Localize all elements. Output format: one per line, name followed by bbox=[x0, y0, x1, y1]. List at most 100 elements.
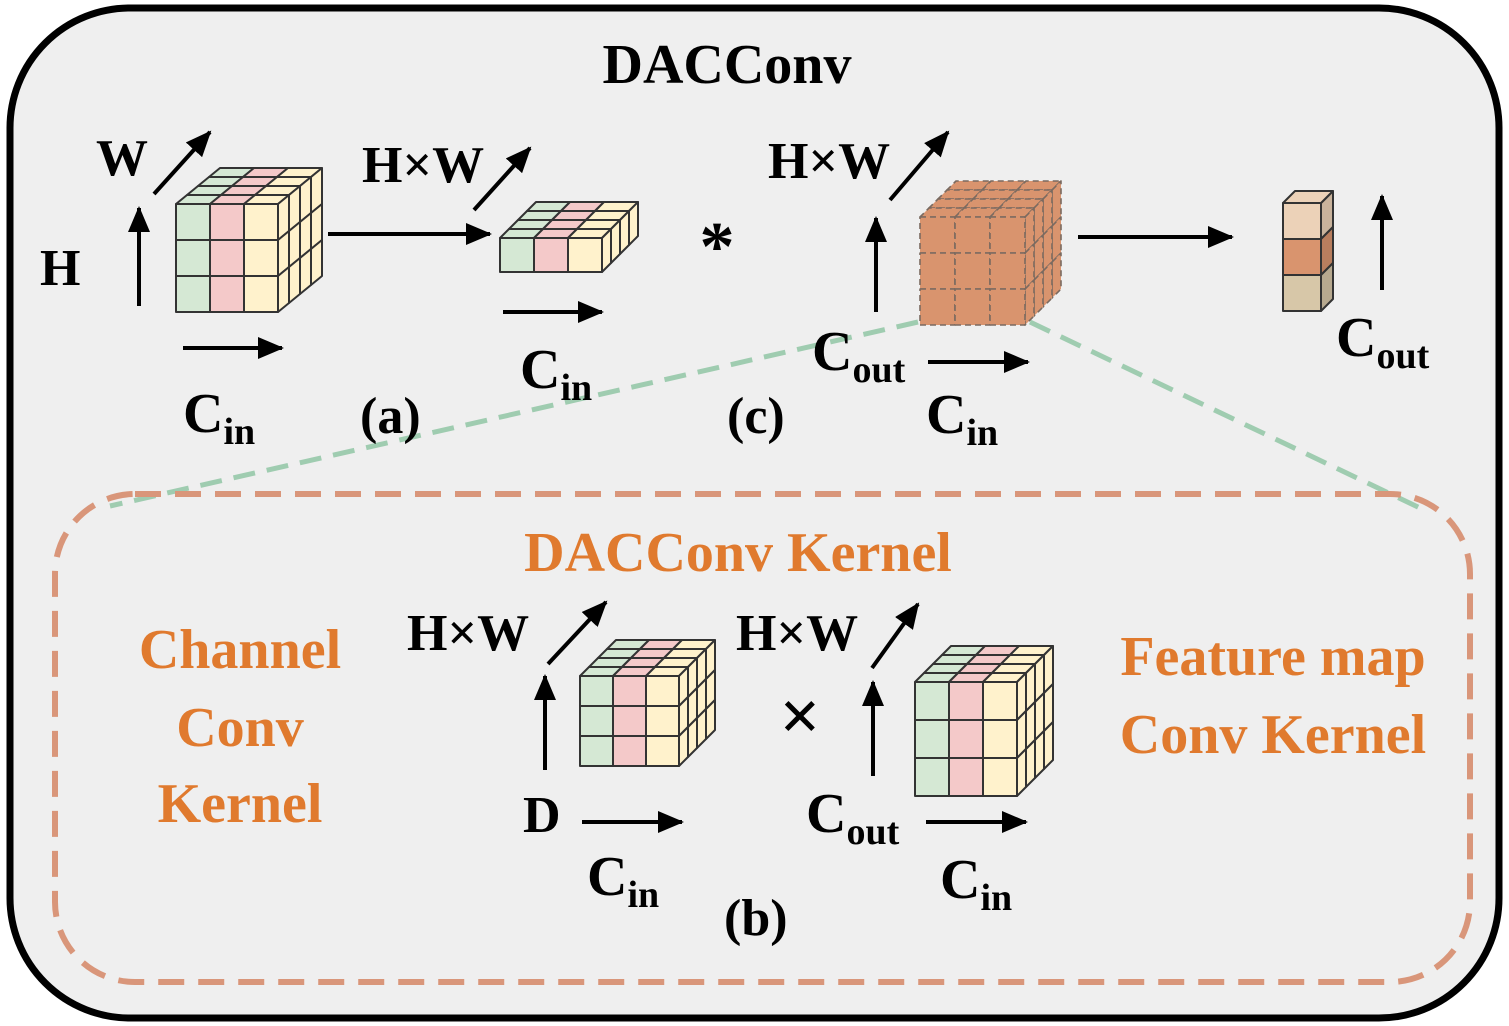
label-h: H bbox=[40, 240, 80, 297]
outer-panel bbox=[6, 4, 1503, 1022]
conv-operator: * bbox=[700, 209, 735, 286]
cube-front-cell bbox=[919, 252, 956, 290]
cube-front-cell bbox=[533, 237, 569, 273]
tag-c: (c) bbox=[727, 388, 785, 445]
cube-front-cell bbox=[982, 719, 1018, 759]
label-w: W bbox=[96, 130, 148, 187]
kernel-panel-title: DACConv Kernel bbox=[524, 522, 952, 584]
cube-front-cell bbox=[954, 288, 991, 326]
cube-side-cell bbox=[1025, 739, 1036, 788]
hw-arrow-a bbox=[472, 146, 532, 212]
cube-front-cell bbox=[914, 757, 950, 797]
label-cin-slab: Cin bbox=[520, 339, 592, 409]
label-cin-b2: Cin bbox=[940, 849, 1012, 919]
cube-side-cell bbox=[288, 257, 301, 304]
cube-front-cell bbox=[645, 675, 680, 707]
connector-line-left bbox=[109, 319, 919, 509]
label-d: D bbox=[523, 787, 561, 844]
hw-arrow-c bbox=[888, 130, 950, 202]
cube-front-cell bbox=[175, 275, 211, 313]
channel-conv-kernel-line2: Conv bbox=[176, 697, 304, 759]
cube-front-cell bbox=[989, 288, 1026, 326]
channel-conv-kernel-line3: Kernel bbox=[158, 773, 323, 835]
cube-front-cell bbox=[612, 675, 647, 707]
cube-side-cell bbox=[1033, 270, 1044, 317]
cube-side-cell bbox=[610, 219, 621, 264]
cube-side-cell bbox=[1034, 730, 1045, 779]
cube-front-cell bbox=[612, 735, 647, 767]
cube-front-cell bbox=[948, 757, 984, 797]
cube-front-cell bbox=[579, 675, 614, 707]
cube-side-cell bbox=[1043, 721, 1054, 770]
label-cout-c: Cout bbox=[812, 321, 906, 391]
connector-line-right bbox=[1028, 319, 1422, 511]
label-hw-b2: H×W bbox=[736, 605, 858, 662]
cube-front-cell bbox=[645, 735, 680, 767]
feature-map-conv-kernel-cube bbox=[914, 645, 1054, 797]
cube-front-cell bbox=[982, 681, 1018, 721]
cube-front-cell bbox=[919, 216, 956, 254]
feature-map-conv-kernel-line1: Feature map bbox=[1120, 626, 1425, 688]
cube-front-cell bbox=[567, 237, 603, 273]
cube-side-cell bbox=[1042, 261, 1053, 308]
tag-b: (b) bbox=[724, 890, 788, 947]
hw-arrow-b1 bbox=[546, 600, 608, 666]
output-front-cell bbox=[1282, 274, 1322, 312]
cube-side-cell bbox=[299, 248, 312, 295]
cube-front-cell bbox=[209, 275, 245, 313]
label-cin-a: Cin bbox=[183, 383, 255, 453]
cube-front-cell bbox=[914, 681, 950, 721]
tag-a: (a) bbox=[360, 388, 421, 445]
w-arrow bbox=[152, 130, 212, 196]
output-front-cell bbox=[1282, 238, 1322, 276]
hw-arrow-b2 bbox=[870, 602, 920, 670]
cube-side-cell bbox=[628, 201, 639, 246]
cube-front-cell bbox=[954, 216, 991, 254]
cube-front-cell bbox=[499, 237, 535, 273]
flattened-feature-slab bbox=[499, 201, 639, 273]
cube-front-cell bbox=[175, 239, 211, 277]
cube-front-cell bbox=[948, 719, 984, 759]
cube-side-cell bbox=[1024, 279, 1035, 326]
cube-side-cell bbox=[277, 266, 290, 313]
label-hw-b1: H×W bbox=[407, 605, 529, 662]
label-cin-b1: Cin bbox=[587, 846, 659, 916]
label-cout-b2: Cout bbox=[806, 783, 900, 853]
cube-side-cell bbox=[601, 228, 612, 273]
cube-front-cell bbox=[243, 239, 279, 277]
cube-side-cell bbox=[310, 239, 323, 286]
kernel-panel bbox=[52, 491, 1473, 985]
cube-front-cell bbox=[579, 705, 614, 737]
cube-front-cell bbox=[175, 203, 211, 241]
cube-front-cell bbox=[579, 735, 614, 767]
label-cin-c: Cin bbox=[926, 384, 998, 454]
output-vector-stack bbox=[1282, 190, 1334, 312]
cube-front-cell bbox=[209, 203, 245, 241]
cube-front-cell bbox=[645, 705, 680, 737]
channel-conv-kernel-line1: Channel bbox=[139, 619, 341, 681]
input-feature-cube bbox=[175, 167, 323, 313]
label-hw-a: H×W bbox=[362, 137, 484, 194]
dacconv-kernel-cube bbox=[919, 180, 1062, 326]
cube-front-cell bbox=[612, 705, 647, 737]
feature-map-conv-kernel-line2: Conv Kernel bbox=[1120, 704, 1426, 766]
cube-side-cell bbox=[619, 210, 630, 255]
cube-side-cell bbox=[1051, 252, 1062, 299]
output-front-cell bbox=[1282, 202, 1322, 240]
cube-front-cell bbox=[948, 681, 984, 721]
cube-front-cell bbox=[989, 216, 1026, 254]
cube-front-cell bbox=[209, 239, 245, 277]
cube-front-cell bbox=[919, 288, 956, 326]
cube-front-cell bbox=[954, 252, 991, 290]
label-cout-out: Cout bbox=[1336, 307, 1430, 377]
diagram-title: DACConv bbox=[603, 34, 852, 96]
label-hw-c: H×W bbox=[768, 133, 890, 190]
cube-front-cell bbox=[243, 275, 279, 313]
channel-conv-kernel-cube bbox=[579, 639, 716, 767]
cube-front-cell bbox=[914, 719, 950, 759]
cube-side-cell bbox=[1016, 748, 1027, 797]
cube-front-cell bbox=[989, 252, 1026, 290]
cube-front-cell bbox=[982, 757, 1018, 797]
cube-front-cell bbox=[243, 203, 279, 241]
